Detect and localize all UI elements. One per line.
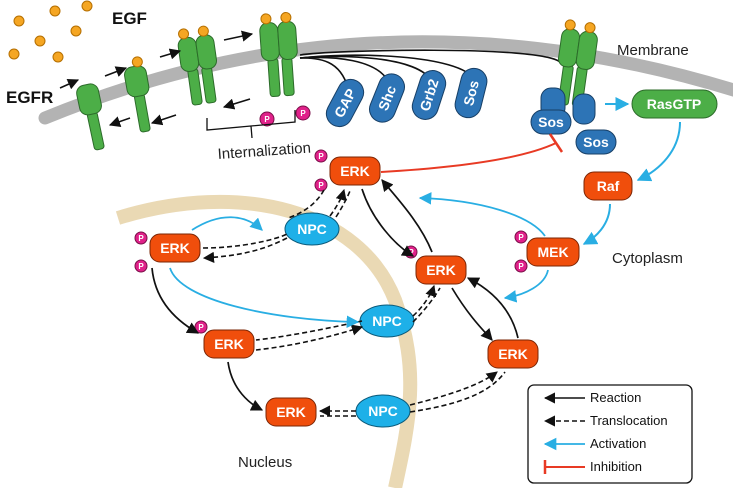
egfr-label: EGFR xyxy=(6,88,53,107)
mek-phospho-2: P xyxy=(514,259,528,273)
svg-text:P: P xyxy=(138,234,144,243)
egfr-sos-complex xyxy=(530,19,617,155)
svg-text:ERK: ERK xyxy=(276,404,306,420)
nucleus-label: Nucleus xyxy=(238,454,292,471)
erk-cytoplasm-pp: ERK P P xyxy=(314,149,381,192)
legend-inhibition: Inhibition xyxy=(543,459,642,474)
svg-text:Translocation: Translocation xyxy=(590,413,668,428)
erk-nucleus: ERK xyxy=(265,397,317,427)
svg-text:ERK: ERK xyxy=(340,163,370,179)
egfr-monomer-1 xyxy=(76,83,105,151)
adaptor-sos: Sos xyxy=(454,67,488,119)
sos-label-1: Sos xyxy=(538,114,564,130)
nuclear-envelope-arc xyxy=(115,194,418,488)
raf-label: Raf xyxy=(597,178,620,194)
inhibition-bar xyxy=(548,133,564,153)
membrane-label: Membrane xyxy=(617,42,689,59)
egf-label: EGF xyxy=(112,9,147,28)
adaptor-grb2: Grb2 xyxy=(411,70,447,120)
mek-label: MEK xyxy=(537,244,568,260)
receptor-reaction-arrows xyxy=(59,30,254,127)
egfr-dimer xyxy=(177,25,218,106)
erk-inhibits-sos xyxy=(380,142,557,173)
cytoplasm-label: Cytoplasm xyxy=(612,250,683,267)
svg-text:Inhibition: Inhibition xyxy=(590,459,642,474)
erk-nucleus-pp: ERK P P xyxy=(134,231,201,273)
raf-node xyxy=(583,171,633,201)
translocation-arrows xyxy=(202,188,506,417)
adaptor-shc: Shc xyxy=(369,73,405,123)
svg-text:P: P xyxy=(318,152,324,161)
svg-text:Sos: Sos xyxy=(460,78,482,107)
erk-reaction-arrows xyxy=(151,179,519,411)
svg-text:ERK: ERK xyxy=(160,240,190,256)
egfr-dimer-phosphorylated xyxy=(259,11,298,98)
receptor-phospho-right: P xyxy=(295,105,311,121)
mek-node xyxy=(526,237,580,267)
sos-label-2: Sos xyxy=(583,134,609,150)
receptor-phospho-left: P xyxy=(259,111,275,127)
svg-text:P: P xyxy=(518,233,524,242)
legend-activation: Activation xyxy=(543,436,646,451)
svg-text:P: P xyxy=(318,181,324,190)
mek-phospho-1: P xyxy=(514,230,528,244)
svg-text:P: P xyxy=(264,115,270,124)
npc-middle: NPC xyxy=(359,304,415,338)
svg-text:ERK: ERK xyxy=(426,262,456,278)
erk-nucleus-p: ERK P xyxy=(194,320,255,359)
svg-text:NPC: NPC xyxy=(297,221,327,237)
adaptor-gap: GAP xyxy=(325,78,365,128)
internalization-label: Internalization xyxy=(217,140,311,163)
raf-to-mek-activation xyxy=(582,203,611,245)
legend-translocation: Translocation xyxy=(543,413,668,428)
ras-to-raf-activation xyxy=(636,121,681,182)
erk-cytoplasm-p: ERK P xyxy=(404,245,467,285)
svg-text:ERK: ERK xyxy=(498,346,528,362)
svg-text:P: P xyxy=(518,262,524,271)
legend-reaction: Reaction xyxy=(543,390,641,405)
svg-text:ERK: ERK xyxy=(214,336,244,352)
npc-top: NPC xyxy=(284,212,340,246)
internalization-bracket xyxy=(206,110,296,139)
activation-arrows xyxy=(169,192,549,329)
egf-ligands xyxy=(8,0,93,63)
svg-text:Reaction: Reaction xyxy=(590,390,641,405)
svg-text:P: P xyxy=(198,323,204,332)
npc-bottom: NPC xyxy=(355,394,411,428)
rasgtp-node xyxy=(631,89,718,119)
erk-cytoplasm: ERK xyxy=(487,339,539,369)
svg-text:NPC: NPC xyxy=(368,403,398,419)
legend: Reaction Translocation Activation Inhibi… xyxy=(527,384,693,484)
egfr-ligand-bound xyxy=(124,56,151,133)
rasgtp-label: RasGTP xyxy=(647,96,701,112)
svg-text:P: P xyxy=(300,109,306,118)
svg-text:Activation: Activation xyxy=(590,436,646,451)
svg-text:NPC: NPC xyxy=(372,313,402,329)
svg-text:P: P xyxy=(138,262,144,271)
